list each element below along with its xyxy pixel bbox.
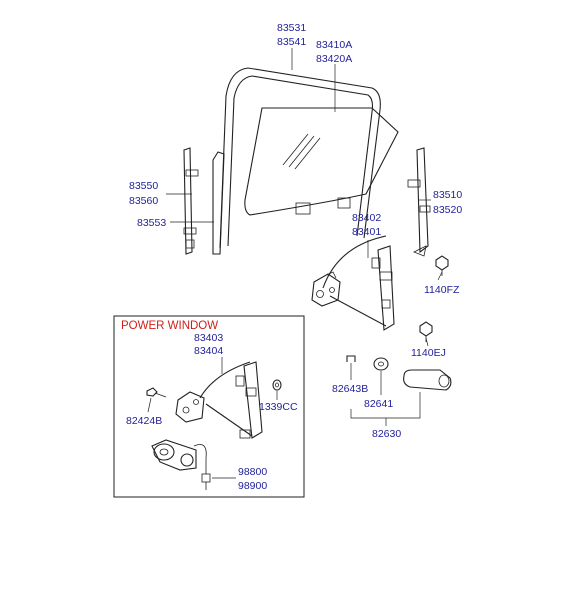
bolt-1140fz bbox=[435, 255, 449, 276]
power-regulator bbox=[175, 361, 263, 439]
label-82643b: 82643B bbox=[332, 383, 368, 395]
glass-run-channel bbox=[219, 67, 381, 249]
label-83550: 83550 bbox=[129, 180, 158, 192]
label-82424b: 82424B bbox=[126, 415, 162, 427]
label-83520: 83520 bbox=[433, 204, 462, 216]
washer-1339cc bbox=[272, 379, 282, 391]
front-channel bbox=[212, 151, 225, 255]
label-1140ej: 1140EJ bbox=[411, 347, 446, 359]
label-83510: 83510 bbox=[433, 189, 462, 201]
label-83410a: 83410A bbox=[316, 39, 352, 51]
label-1339cc: 1339CC bbox=[259, 401, 298, 413]
screw-82424b bbox=[146, 387, 167, 398]
label-98800: 98800 bbox=[238, 466, 267, 478]
label-83401: 83401 bbox=[352, 226, 381, 238]
window-motor bbox=[151, 439, 211, 490]
leader-lines bbox=[147, 48, 443, 479]
handle-clip bbox=[346, 355, 356, 362]
door-glass bbox=[244, 107, 399, 216]
label-83531: 83531 bbox=[277, 22, 306, 34]
label-83560: 83560 bbox=[129, 195, 158, 207]
label-98900: 98900 bbox=[238, 480, 267, 492]
rear-sash bbox=[407, 147, 431, 257]
power-window-title: POWER WINDOW bbox=[121, 320, 218, 332]
label-83402: 83402 bbox=[352, 212, 381, 224]
label-82641: 82641 bbox=[364, 398, 393, 410]
power-window-box bbox=[113, 315, 305, 498]
label-83404: 83404 bbox=[194, 345, 223, 357]
front-sash bbox=[183, 147, 199, 255]
label-83553: 83553 bbox=[137, 217, 166, 229]
label-1140fz: 1140FZ bbox=[424, 284, 460, 296]
label-83541: 83541 bbox=[277, 36, 306, 48]
handle-washer bbox=[373, 357, 389, 371]
label-83420a: 83420A bbox=[316, 53, 352, 65]
window-handle bbox=[403, 369, 452, 391]
label-83403: 83403 bbox=[194, 332, 223, 344]
label-82630: 82630 bbox=[372, 428, 401, 440]
manual-regulator bbox=[311, 235, 395, 331]
